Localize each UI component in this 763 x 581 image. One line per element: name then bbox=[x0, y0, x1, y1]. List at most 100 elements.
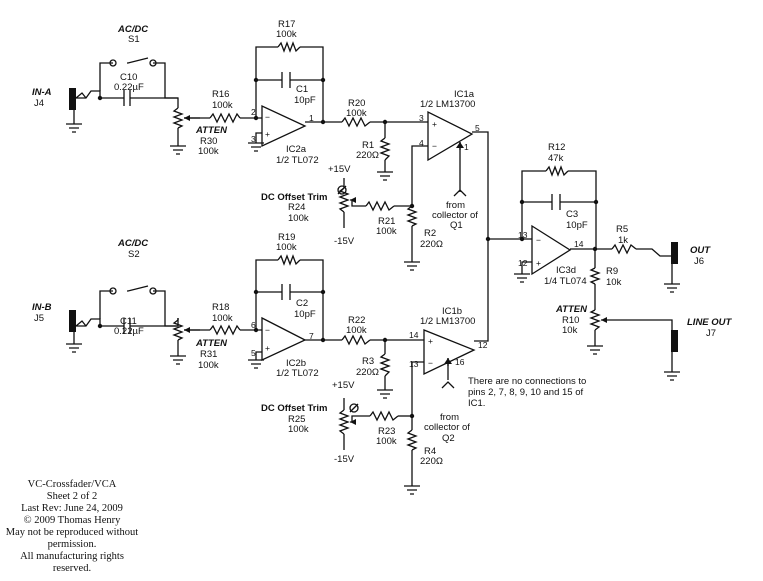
j4-label: J4 bbox=[34, 98, 44, 109]
r25-label: R25 bbox=[288, 414, 305, 425]
ic1a-label: IC1a bbox=[454, 89, 475, 100]
resistor-r20 bbox=[341, 116, 371, 128]
resistor-r5 bbox=[611, 243, 637, 255]
pin: 12 bbox=[518, 258, 528, 268]
r23-value: 100k bbox=[376, 436, 397, 447]
pin: 5 bbox=[475, 123, 480, 133]
dc-offset-trim-1-label: DC Offset Trim bbox=[261, 192, 328, 203]
c1-value: 10pF bbox=[294, 95, 316, 106]
pin: 14 bbox=[574, 239, 584, 249]
ic1a-value: 1/2 LM13700 bbox=[420, 99, 475, 110]
ota-ic1a bbox=[427, 110, 474, 162]
footer-line-4: © 2009 Thomas Henry bbox=[24, 515, 121, 526]
from1-c: Q1 bbox=[450, 220, 463, 231]
r22-label: R22 bbox=[348, 315, 365, 326]
ic2a-label: IC2a bbox=[286, 144, 307, 155]
footer-line-6: permission. bbox=[48, 539, 97, 550]
r3-label: R3 bbox=[362, 356, 374, 367]
p15b-label: +15V bbox=[332, 380, 355, 391]
in-b-label: IN-B bbox=[32, 302, 52, 313]
resistor-r4 bbox=[406, 429, 418, 451]
m15b-label: -15V bbox=[334, 454, 355, 465]
line-out-label: LINE OUT bbox=[687, 317, 733, 328]
sign: + bbox=[432, 119, 437, 129]
out-label: OUT bbox=[690, 245, 711, 256]
r30-value: 100k bbox=[198, 146, 219, 157]
r23-label: R23 bbox=[378, 426, 395, 437]
resistor-r10 bbox=[589, 309, 601, 331]
r19-label: R19 bbox=[278, 232, 295, 243]
grounds bbox=[66, 123, 680, 495]
pin: 7 bbox=[309, 331, 314, 341]
r12-value: 47k bbox=[548, 153, 564, 164]
ic1b-label: IC1b bbox=[442, 306, 462, 317]
r24-value: 100k bbox=[288, 213, 309, 224]
footer-line-8: reserved. bbox=[53, 563, 91, 574]
opamp-ic2a bbox=[261, 104, 307, 148]
footer-line-3: Last Rev: June 24, 2009 bbox=[21, 503, 123, 514]
ic1b-value: 1/2 LM13700 bbox=[420, 316, 475, 327]
resistor-r21 bbox=[365, 200, 395, 212]
r16-value: 100k bbox=[212, 100, 233, 111]
pin-numbers: 2 3 1 6 5 7 3 4 5 1 14 13 12 16 13 12 14… bbox=[251, 107, 584, 369]
r9-label: R9 bbox=[606, 266, 618, 277]
jack-j6 bbox=[671, 242, 678, 264]
r2-value: 220Ω bbox=[420, 239, 443, 250]
r4-label: R4 bbox=[424, 446, 436, 457]
c3-value: 10pF bbox=[566, 220, 588, 231]
r10-label: R10 bbox=[562, 315, 579, 326]
c2-value: 10pF bbox=[294, 309, 316, 320]
j7-label: J7 bbox=[706, 328, 716, 339]
sign: + bbox=[536, 258, 541, 268]
resistor-r2 bbox=[406, 205, 418, 227]
opamp-ic2b bbox=[261, 316, 307, 362]
r17-value: 100k bbox=[276, 29, 297, 40]
pin: 1 bbox=[464, 142, 469, 152]
s1-label: S1 bbox=[128, 34, 140, 45]
resistor-r30 bbox=[172, 107, 184, 129]
r20-value: 100k bbox=[346, 108, 367, 119]
resistors bbox=[172, 41, 637, 451]
s2-title: AC/DC bbox=[117, 238, 148, 249]
opamp-ic3d bbox=[531, 224, 572, 276]
resistor-r22 bbox=[341, 334, 371, 346]
pin: 1 bbox=[309, 113, 314, 123]
pin: 13 bbox=[409, 359, 419, 369]
r9-value: 10k bbox=[606, 277, 622, 288]
wires bbox=[73, 46, 673, 486]
r4-value: 220Ω bbox=[420, 456, 443, 467]
amplifiers bbox=[97, 59, 599, 419]
s1-title: AC/DC bbox=[117, 24, 148, 35]
resistor-r17 bbox=[277, 41, 301, 53]
r24-label: R24 bbox=[288, 202, 305, 213]
pin: 16 bbox=[455, 357, 465, 367]
sign: + bbox=[428, 336, 433, 346]
r16-label: R16 bbox=[212, 89, 229, 100]
resistor-r23 bbox=[369, 410, 399, 422]
r5-value: 1k bbox=[618, 235, 628, 246]
sign: − bbox=[265, 325, 270, 335]
sign: − bbox=[428, 358, 433, 368]
sign: − bbox=[536, 235, 541, 245]
pin: 6 bbox=[251, 320, 256, 330]
r18-value: 100k bbox=[212, 313, 233, 324]
sign: − bbox=[432, 141, 437, 151]
note-line-3: IC1. bbox=[468, 398, 485, 409]
from2-c: Q2 bbox=[442, 433, 455, 444]
r12-label: R12 bbox=[548, 142, 565, 153]
r31-label: R31 bbox=[200, 349, 217, 360]
resistor-r3 bbox=[379, 353, 391, 377]
footer-line-1: VC-Crossfader/VCA bbox=[28, 479, 117, 490]
resistor-r18 bbox=[209, 324, 241, 336]
pin: 4 bbox=[419, 138, 424, 148]
ic2b-label: IC2b bbox=[286, 358, 306, 369]
pin: 2 bbox=[251, 107, 256, 117]
r22-value: 100k bbox=[346, 325, 367, 336]
r1-label: R1 bbox=[362, 140, 374, 151]
r30-label: R30 bbox=[200, 136, 217, 147]
jack-j4 bbox=[69, 88, 76, 110]
ic2a-value: 1/2 TL072 bbox=[276, 155, 319, 166]
from1-a: from bbox=[446, 200, 465, 211]
pin: 5 bbox=[251, 348, 256, 358]
r17-label: R17 bbox=[278, 19, 295, 30]
